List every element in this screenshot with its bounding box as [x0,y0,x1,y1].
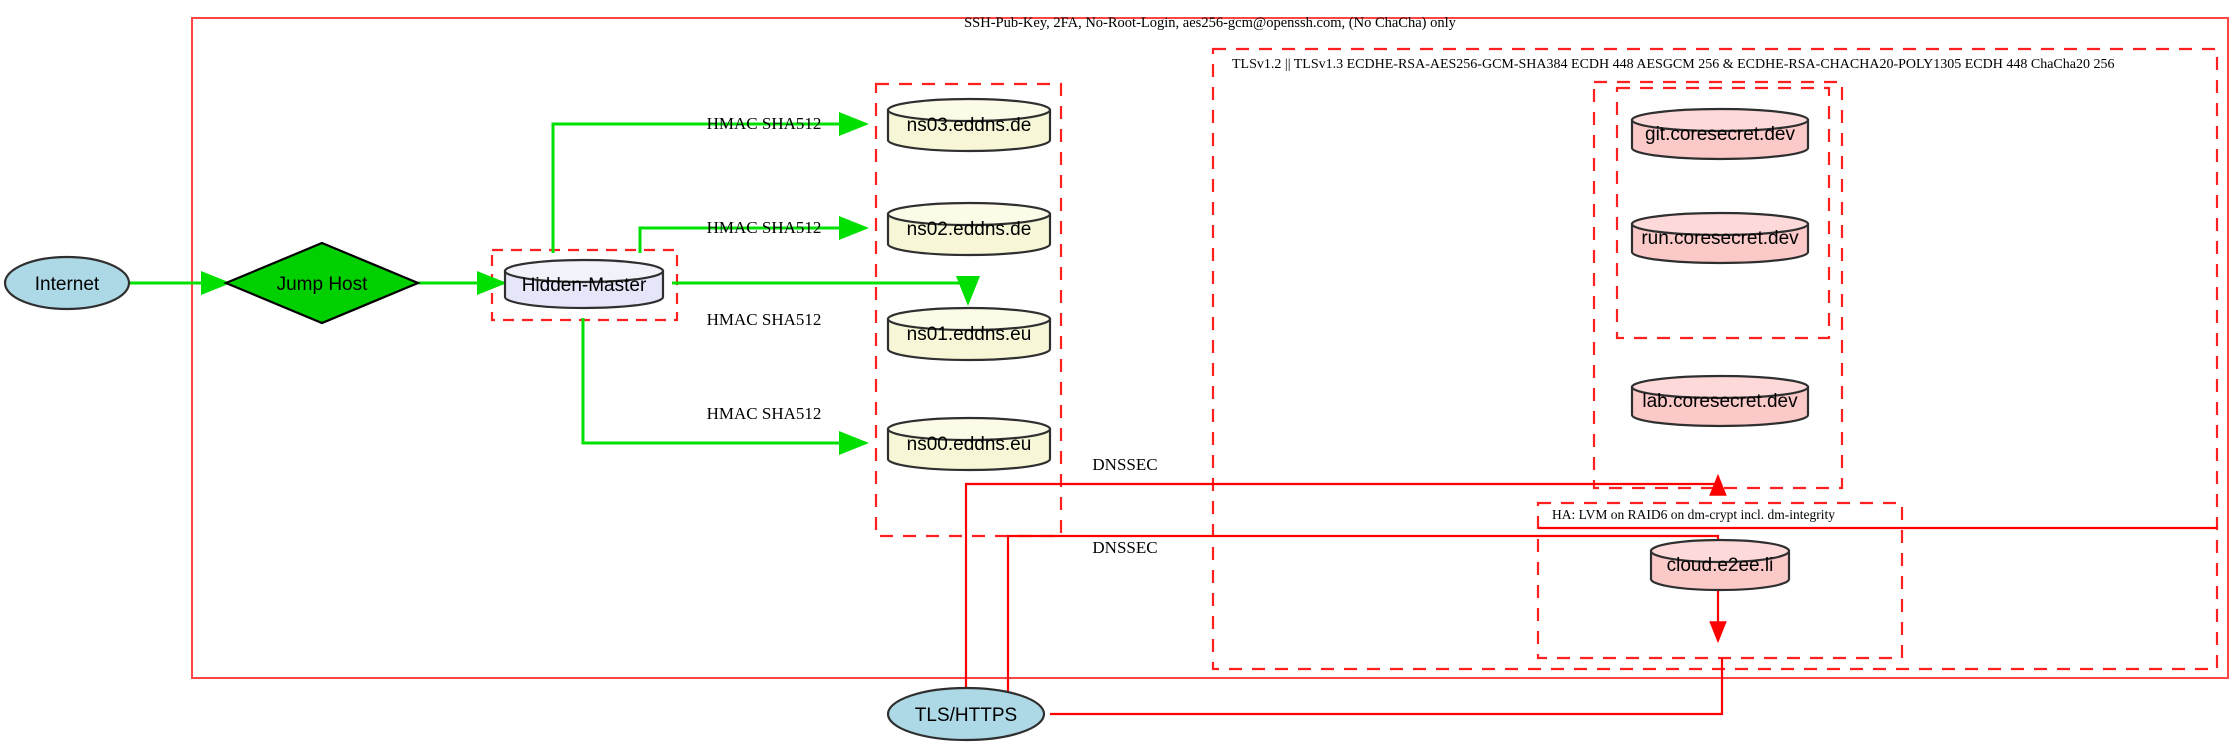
edge-tls-cloud [1050,658,1724,716]
node-hidden-master[interactable]: Hidden-Master [503,258,665,310]
node-ns01-label: ns01.eddns.eu [907,324,1032,345]
node-run-coresecret-label: run.coresecret.dev [1641,228,1799,249]
edge-dnssec-lower [1006,534,1727,700]
node-ns02[interactable]: ns02.eddns.de [886,201,1052,257]
edge-label-hmac-ns02: HMAC SHA512 [707,218,822,237]
node-ns03[interactable]: ns03.eddns.de [886,97,1052,153]
edge-label-dnssec-lower: DNSSEC [1092,538,1157,557]
coresecret-outer-box [1592,80,1844,490]
node-hidden-master-label: Hidden-Master [522,275,647,296]
ssh-boundary-box [191,17,2229,679]
node-git-coresecret-label: git.coresecret.dev [1645,124,1795,145]
node-git-coresecret[interactable]: git.coresecret.dev [1630,107,1810,161]
edge-dnssec-upper [964,473,1727,714]
edge-label-dnssec-upper: DNSSEC [1092,455,1157,474]
edge-hidden-ns02 [638,216,869,253]
edge-label-hmac-ns01: HMAC SHA512 [707,310,822,329]
node-lab-coresecret-label: lab.coresecret.dev [1642,391,1798,412]
ha-boundary-box [1536,501,1904,660]
node-ns01[interactable]: ns01.eddns.eu [886,306,1052,362]
node-jump-host[interactable]: Jump Host [223,241,421,325]
node-cloud-e2ee[interactable]: cloud.e2ee.li [1649,538,1791,592]
edge-hidden-ns03 [551,112,869,253]
node-internet-label: Internet [35,274,100,295]
dns-cluster-box [874,82,1063,538]
node-ns02-label: ns02.eddns.de [907,219,1032,240]
node-tls-https-label: TLS/HTTPS [915,705,1017,726]
ha-boundary-label: HA: LVM on RAID6 on dm-crypt incl. dm-in… [1552,507,1835,522]
edge-label-hmac-ns00: HMAC SHA512 [707,404,822,423]
edge-label-hmac-ns03: HMAC SHA512 [707,114,822,133]
edge-hidden-ns00 [581,318,869,455]
node-ns03-label: ns03.eddns.de [907,115,1032,136]
node-ns00-label: ns00.eddns.eu [907,434,1032,455]
node-ns00[interactable]: ns00.eddns.eu [886,416,1052,472]
tls-boundary-box [1211,47,2219,671]
node-internet[interactable]: Internet [3,255,131,311]
node-cloud-e2ee-label: cloud.e2ee.li [1667,555,1774,576]
node-lab-coresecret[interactable]: lab.coresecret.dev [1630,374,1810,428]
node-jump-host-label: Jump Host [277,274,369,295]
edge-hidden-ns01 [672,276,980,306]
node-run-coresecret[interactable]: run.coresecret.dev [1630,211,1810,265]
tls-boundary-label: TLSv1.2 || TLSv1.3 ECDHE-RSA-AES256-GCM-… [1232,57,2114,72]
node-tls-https[interactable]: TLS/HTTPS [886,686,1046,742]
ssh-boundary-label: SSH-Pub-Key, 2FA, No-Root-Login, aes256-… [964,15,1457,31]
